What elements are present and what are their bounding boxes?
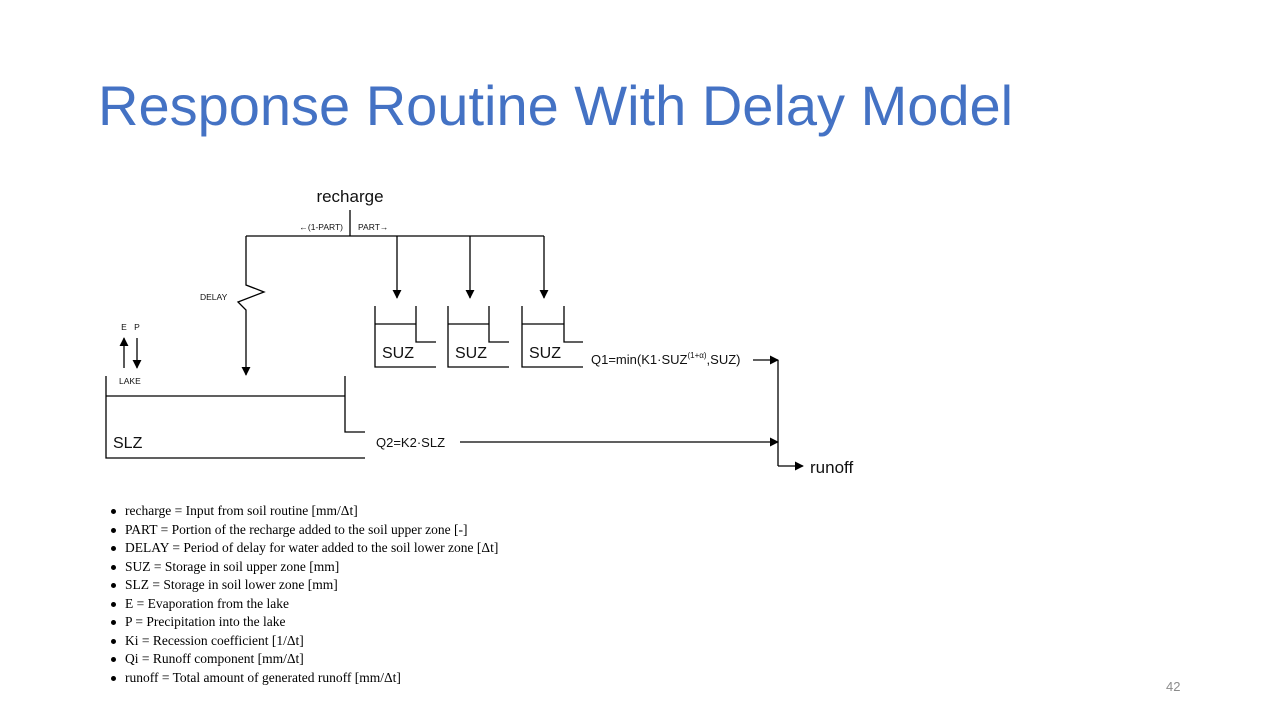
delay-path bbox=[236, 236, 266, 376]
q1-equation-main: Q1=min(K1·SUZ bbox=[591, 352, 687, 367]
q1-equation: Q1=min(K1·SUZ(1+α),SUZ) bbox=[591, 351, 740, 367]
evaporation-label: E bbox=[121, 322, 127, 332]
legend-item: DELAY = Period of delay for water added … bbox=[110, 539, 498, 558]
delay-label: DELAY bbox=[200, 292, 228, 302]
slz-label: SLZ bbox=[113, 435, 143, 452]
legend-item: PART = Portion of the recharge added to … bbox=[110, 521, 498, 540]
suz-tank-1 bbox=[374, 306, 436, 368]
q1-equation-tail: ,SUZ) bbox=[707, 352, 741, 367]
legend-item: Ki = Recession coefficient [1/Δt] bbox=[110, 632, 498, 651]
runoff-label: runoff bbox=[810, 458, 853, 477]
slz-tank bbox=[105, 376, 365, 459]
legend-item: SUZ = Storage in soil upper zone [mm] bbox=[110, 558, 498, 577]
legend-item: E = Evaporation from the lake bbox=[110, 595, 498, 614]
legend-item: runoff = Total amount of generated runof… bbox=[110, 669, 498, 688]
suz-label-1: SUZ bbox=[382, 345, 414, 362]
split-right-label: PART→ bbox=[358, 222, 388, 232]
split-left-label: ←(1-PART) bbox=[299, 222, 343, 232]
suz-tank-2 bbox=[447, 306, 509, 368]
legend-item: Qi = Runoff component [mm/Δt] bbox=[110, 650, 498, 669]
legend-item: P = Precipitation into the lake bbox=[110, 613, 498, 632]
recharge-label: recharge bbox=[316, 187, 383, 206]
lake-label: LAKE bbox=[119, 376, 141, 386]
page-number: 42 bbox=[1166, 679, 1181, 694]
suz-label-3: SUZ bbox=[529, 345, 561, 362]
suz-label-2: SUZ bbox=[455, 345, 487, 362]
variable-legend: recharge = Input from soil routine [mm/Δ… bbox=[110, 502, 498, 687]
suz-tank-3 bbox=[521, 306, 583, 368]
legend-item: recharge = Input from soil routine [mm/Δ… bbox=[110, 502, 498, 521]
slide-title: Response Routine With Delay Model bbox=[98, 74, 1014, 137]
q1-equation-exponent: (1+α) bbox=[687, 351, 706, 360]
legend-item: SLZ = Storage in soil lower zone [mm] bbox=[110, 576, 498, 595]
q2-equation: Q2=K2·SLZ bbox=[376, 435, 445, 450]
precipitation-label: P bbox=[134, 322, 140, 332]
